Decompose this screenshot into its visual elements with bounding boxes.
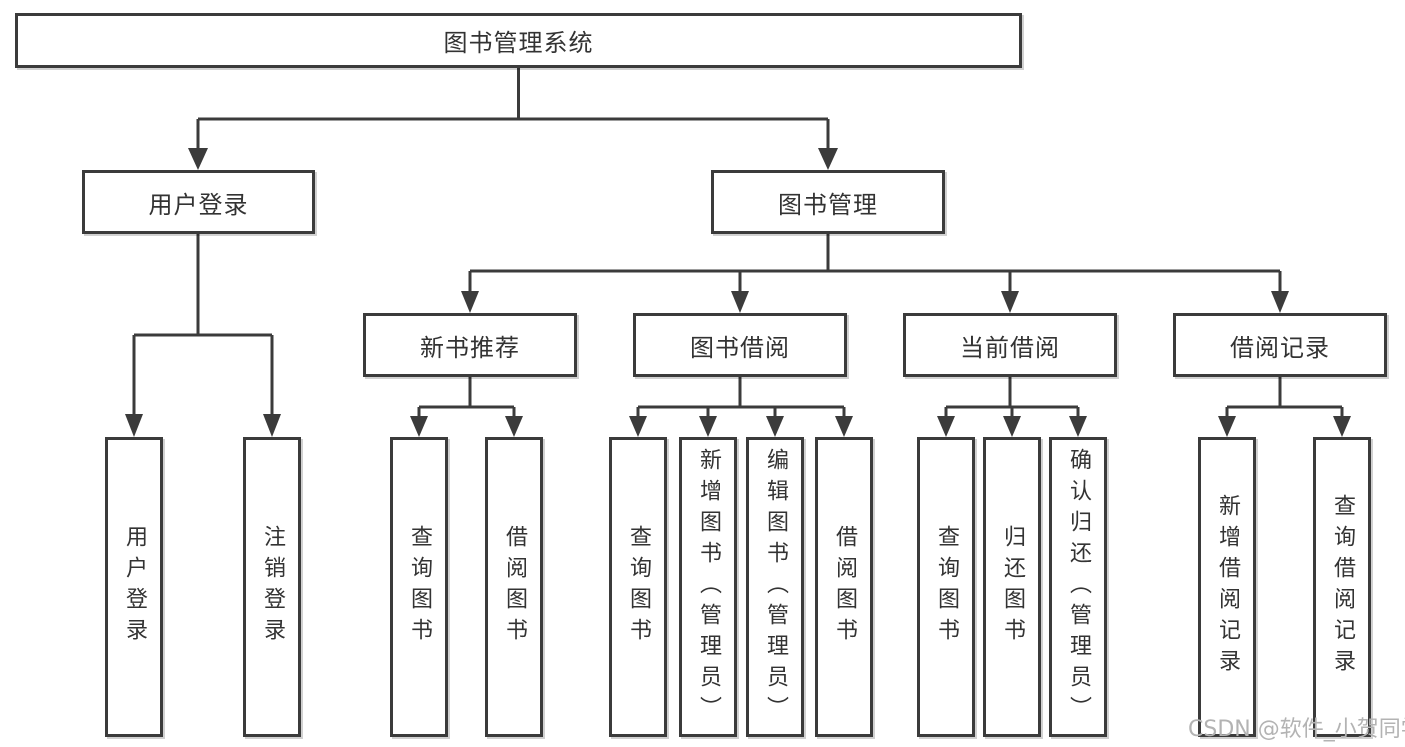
csdn-watermark: CSDN @软件_小贺同学 [1188, 717, 1405, 742]
leaf-query-books-3: 查询图书 [917, 437, 975, 737]
node-label: 借阅记录 [1230, 333, 1330, 362]
node-book-borrow: 图书借阅 [633, 313, 847, 377]
node-label: 新书推荐 [420, 333, 520, 362]
leaf-label: 新增图书（管理员） [696, 447, 721, 727]
leaf-label: 借阅图书 [502, 525, 527, 649]
node-current-borrow: 当前借阅 [903, 313, 1117, 377]
node-root-label: 图书管理系统 [443, 29, 594, 57]
leaf-label: 归还图书 [1000, 525, 1025, 649]
leaf-label: 查询图书 [407, 525, 432, 649]
leaf-return-book: 归还图书 [983, 437, 1041, 737]
leaf-borrow-books-1: 借阅图书 [485, 437, 543, 737]
leaf-add-book-admin: 新增图书（管理员） [679, 437, 737, 737]
node-label: 图书借阅 [690, 333, 790, 362]
node-borrow-records: 借阅记录 [1173, 313, 1387, 377]
leaf-user-login: 用户登录 [105, 437, 163, 737]
node-root: 图书管理系统 [15, 13, 1022, 68]
leaf-label: 新增借阅记录 [1215, 494, 1240, 680]
leaf-label: 查询图书 [626, 525, 651, 649]
node-label: 当前借阅 [960, 333, 1060, 362]
leaf-label: 注销登录 [260, 525, 285, 649]
leaf-label: 确认归还（管理员） [1066, 447, 1091, 727]
leaf-confirm-return-admin: 确认归还（管理员） [1049, 437, 1107, 737]
leaf-query-books-2: 查询图书 [609, 437, 667, 737]
leaf-borrow-books-2: 借阅图书 [815, 437, 873, 737]
node-label: 用户登录 [148, 190, 249, 219]
node-book-management: 图书管理 [711, 170, 945, 234]
leaf-label: 查询借阅记录 [1330, 494, 1355, 680]
node-user-login-group: 用户登录 [82, 170, 315, 234]
leaf-label: 查询图书 [934, 525, 959, 649]
leaf-label: 借阅图书 [832, 525, 857, 649]
leaf-add-borrow-record: 新增借阅记录 [1198, 437, 1256, 737]
leaf-edit-book-admin: 编辑图书（管理员） [746, 437, 804, 737]
leaf-label: 编辑图书（管理员） [763, 447, 788, 727]
leaf-logout: 注销登录 [243, 437, 301, 737]
leaf-label: 用户登录 [122, 525, 147, 649]
leaf-query-borrow-record: 查询借阅记录 [1313, 437, 1371, 737]
node-label: 图书管理 [778, 190, 878, 219]
leaf-query-books-1: 查询图书 [390, 437, 448, 737]
node-new-book-recommend: 新书推荐 [363, 313, 577, 377]
